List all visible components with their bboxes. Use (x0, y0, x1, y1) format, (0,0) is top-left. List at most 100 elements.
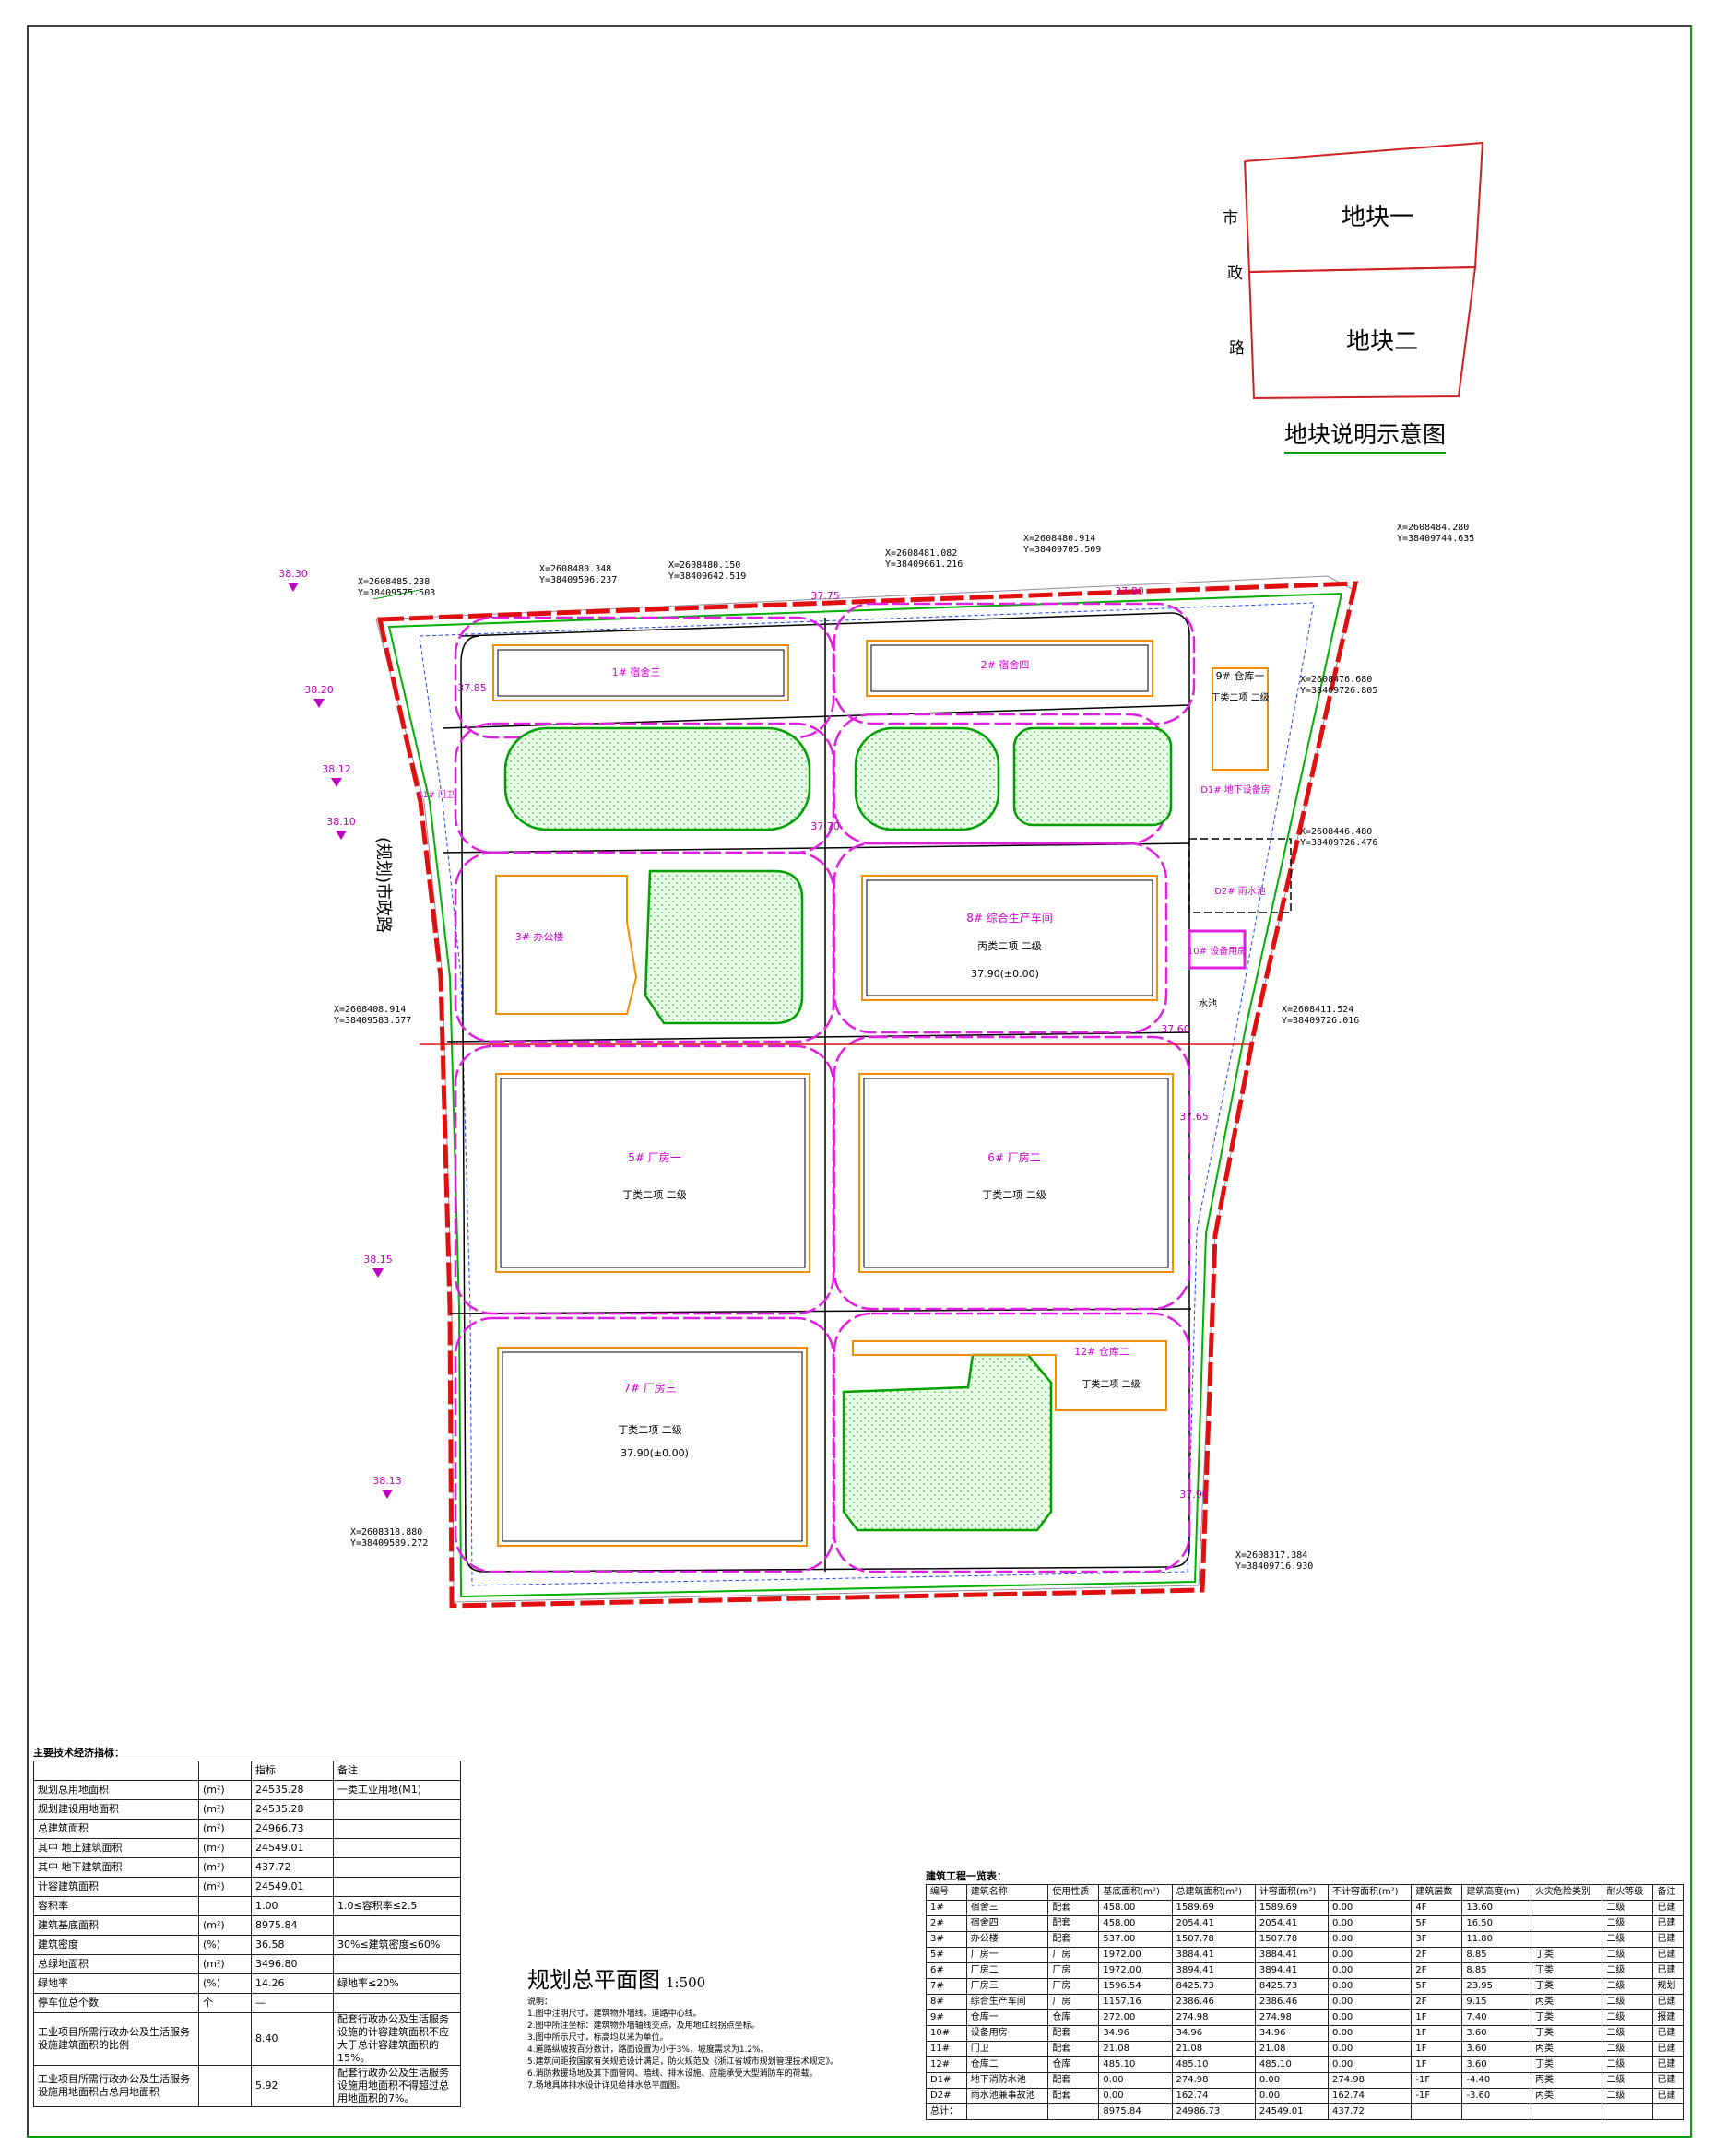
table-cell: 3.60 (1461, 2041, 1532, 2057)
building-table-caption: 建筑工程一览表： (926, 1870, 1007, 1882)
table-cell: 规划 (1652, 1978, 1684, 1995)
design-notes: 说明： 1.图中注明尺寸，建筑物外墙线，道路中心线。 2.图中所注坐标：建筑物外… (527, 1997, 839, 2091)
table-cell: 11# (926, 2041, 967, 2057)
table-cell: -4.40 (1461, 2072, 1532, 2089)
table-cell-value: 437.72 (251, 1857, 334, 1878)
table-cell-name: 绿地率 (33, 1973, 199, 1994)
table-cell: 485.10 (1254, 2056, 1330, 2073)
table-cell: 12# (926, 2056, 967, 2073)
table-cell: 8425.73 (1171, 1978, 1256, 1995)
table-cell-note: 30%≤建筑密度≤60% (333, 1935, 461, 1955)
table-cell: 宿舍四 (965, 1915, 1049, 1932)
table-cell-name: 工业项目所需行政办公及生活服务设施建筑面积的比例 (33, 2012, 199, 2066)
table-cell: 二级 (1602, 1962, 1654, 1979)
table-cell: 2F (1411, 1962, 1463, 1979)
table-cell-value: 8975.84 (251, 1915, 334, 1936)
label-building-7: 7# 厂房三 (623, 1381, 677, 1395)
table-cell: 2# (926, 1915, 967, 1932)
label-building-8: 8# 综合生产车间 (966, 911, 1053, 925)
label-building-5: 5# 厂房一 (628, 1150, 681, 1164)
label-underground-room: D1# 地下设备房 (1200, 783, 1271, 795)
table-cell: 9# (926, 2009, 967, 2026)
table-cell: D2# (926, 2088, 967, 2104)
info-building-6: 丁类二项 二级 (982, 1188, 1046, 1201)
info-building-12: 丁类二项 二级 (1082, 1378, 1140, 1390)
table-cell: 丁类 (1531, 2009, 1603, 2026)
table-cell: 已建 (1652, 1947, 1684, 1963)
table-cell: 24986.73 (1171, 2103, 1256, 2120)
table-cell: 已建 (1652, 1915, 1684, 1932)
elevation-mark: 38.10 (326, 816, 356, 828)
table-cell: 已建 (1652, 1994, 1684, 2010)
table-cell-note (333, 1857, 461, 1878)
table-cell: 0.00 (1328, 1962, 1413, 1979)
table-cell: 仓库 (1047, 2056, 1100, 2073)
building-3 (495, 875, 638, 1015)
table-cell-value: — (251, 1993, 334, 2013)
parcel-1-label: 地块一 (1342, 204, 1414, 231)
table-cell-unit: (m²) (198, 1838, 252, 1858)
table-cell: 0.00 (1328, 1994, 1413, 2010)
table-cell: 162.74 (1328, 2088, 1413, 2104)
table-cell: 使用性质 (1047, 1884, 1100, 1901)
table-cell: 0.00 (1328, 1947, 1413, 1963)
table-cell: 0.00 (1328, 2056, 1413, 2073)
table-header-row: 指标 备注 (33, 1761, 461, 1781)
table-cell: 丁类 (1531, 2025, 1603, 2042)
table-cell: 8# (926, 1994, 967, 2010)
table-cell: 274.98 (1171, 2072, 1256, 2089)
table-row: 停车位总个数个— (33, 1993, 461, 2013)
parcel-inset-diagram (1244, 141, 1484, 400)
building-12 (852, 1340, 1167, 1411)
table-cell: 5F (1411, 1978, 1463, 1995)
table-row: 其中 地下建筑面积(m²)437.72 (33, 1857, 461, 1878)
table-cell: 总计： (926, 2103, 967, 2120)
building-7 (497, 1347, 808, 1547)
table-cell: 1F (1411, 2009, 1463, 2026)
table-cell (1047, 2103, 1100, 2120)
site-red-line (376, 581, 1359, 1608)
table-cell: 437.72 (1328, 2103, 1413, 2120)
table-cell: 厂房 (1047, 1962, 1100, 1979)
table-cell: 厂房 (1047, 1994, 1100, 2010)
table-cell-name: 规划总用地面积 (33, 1780, 199, 1800)
table-cell: 已建 (1652, 2041, 1684, 2057)
table-cell: 不计容面积(m²) (1328, 1884, 1413, 1901)
table-cell: 274.98 (1254, 2009, 1330, 2026)
table-cell: 配套 (1047, 2072, 1100, 2089)
table-cell: 建筑高度(m) (1461, 1884, 1532, 1901)
table-cell-name: 其中 地上建筑面积 (33, 1838, 199, 1858)
table-cell: 基底面积(m²) (1098, 1884, 1173, 1901)
table-cell-value: 24549.01 (251, 1838, 334, 1858)
table-cell: 2054.41 (1254, 1915, 1330, 1932)
table-cell-value: 3496.80 (251, 1954, 334, 1974)
table-cell: 0.00 (1098, 2072, 1173, 2089)
table-cell: 雨水池兼事故池 (965, 2088, 1049, 2104)
table-cell: 地下消防水池 (965, 2072, 1049, 2089)
table-cell: 已建 (1652, 2025, 1684, 2042)
table-cell: 8.85 (1461, 1962, 1532, 1979)
info-building-7: 丁类二项 二级 (618, 1423, 682, 1436)
table-cell: 3.60 (1461, 2056, 1532, 2073)
table-cell (1531, 1915, 1603, 1932)
road-char-3: 路 (1229, 339, 1245, 358)
table-cell: 厂房 (1047, 1947, 1100, 1963)
elevation-mark: 37.70 (810, 820, 840, 832)
header-cell: 指标 (251, 1761, 334, 1781)
table-cell: 272.00 (1098, 2009, 1173, 2026)
table-cell: 34.96 (1171, 2025, 1256, 2042)
